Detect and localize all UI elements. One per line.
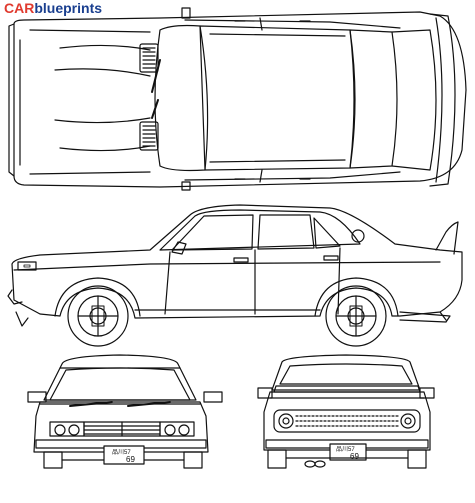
front-mirror-left <box>27 391 47 403</box>
front-view: 品川57 69 <box>27 354 223 469</box>
side-mirror <box>171 241 187 255</box>
taillight-right <box>400 413 416 429</box>
exhaust-left <box>304 460 316 468</box>
mirror-top-right <box>181 181 191 191</box>
rear-tire-right <box>407 449 427 469</box>
mirror-top-left <box>181 7 191 19</box>
door-handle-front <box>233 257 249 263</box>
rear-view: 品川57 69 <box>257 354 435 469</box>
rear-plate-number: 69 <box>350 452 359 461</box>
rear-window-back <box>279 363 413 385</box>
front-license-plate <box>103 445 145 465</box>
rear-plate-line1: 品川57 <box>336 446 355 453</box>
front-plate-number: 69 <box>126 455 135 464</box>
brand-logo-blueprints: blueprints <box>34 0 103 16</box>
side-rear-spoiler <box>435 221 459 255</box>
brand-logo-car: CAR <box>4 0 35 16</box>
taillight-left <box>278 413 294 429</box>
side-view <box>7 204 463 347</box>
fuel-cap <box>351 229 365 243</box>
side-window-front <box>171 214 254 251</box>
door-handle-rear <box>323 255 339 261</box>
rear-license-plate <box>329 443 367 461</box>
front-mirror-right <box>203 391 223 403</box>
headlight-left-outer <box>54 424 66 436</box>
windshield <box>154 24 206 172</box>
front-roof <box>43 354 197 401</box>
headlight-right-inner <box>164 424 176 436</box>
rear-roof <box>271 354 421 391</box>
hood-vent-left <box>139 43 159 73</box>
front-wheel <box>67 285 129 347</box>
rear-tire-left <box>267 449 287 469</box>
brand-logo: CARblueprints <box>4 0 102 17</box>
front-tire-left <box>43 451 63 469</box>
taillight-panel <box>273 409 421 433</box>
roof <box>199 25 356 171</box>
top-view <box>8 7 467 191</box>
exhaust-right <box>314 460 326 468</box>
side-window-rear <box>257 214 315 250</box>
front-tire-right <box>183 451 203 469</box>
front-windshield <box>49 367 191 401</box>
rear-mirror-right <box>419 387 435 399</box>
hood-vent-right <box>139 121 159 151</box>
front-plate-line1: 品川57 <box>112 449 131 456</box>
headlight-right-outer <box>178 424 190 436</box>
headlight-left-inner <box>68 424 80 436</box>
rear-wheel <box>325 285 387 347</box>
rear-mirror-left <box>257 387 273 399</box>
rear-window <box>349 29 398 169</box>
